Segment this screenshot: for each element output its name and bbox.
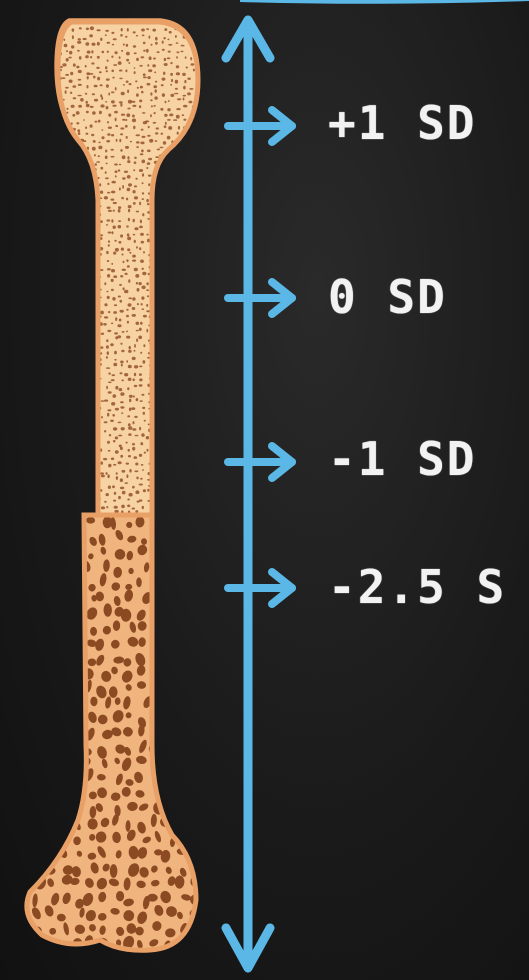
pointer-zero-icon (228, 282, 292, 314)
label-plus-1-sd: +1 SD (328, 96, 476, 150)
sd-scale-arrow (226, 20, 270, 968)
top-chalk-stroke (240, 0, 529, 4)
label-minus-2-5-sd: -2.5 S (328, 560, 506, 614)
pointer-minus25-icon (228, 572, 292, 604)
label-pointers (228, 110, 292, 604)
pointer-minus1-icon (228, 446, 292, 478)
label-minus-1-sd: -1 SD (328, 432, 476, 486)
label-0-sd: 0 SD (328, 270, 447, 324)
healthy-bone-segment (54, 18, 203, 516)
pointer-plus1-icon (228, 110, 292, 142)
porous-bone-segment (16, 514, 205, 953)
